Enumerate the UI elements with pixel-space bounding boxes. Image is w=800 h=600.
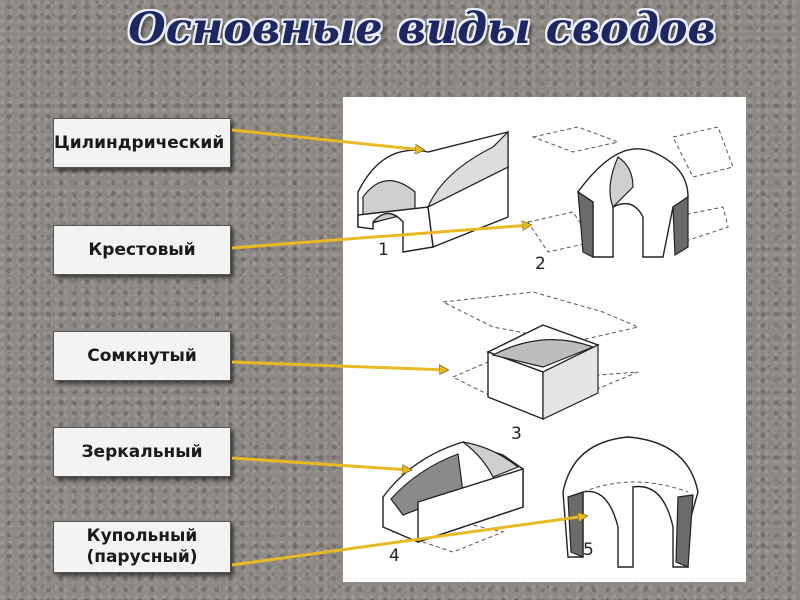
cross-vault-drawing	[527, 126, 734, 258]
vault-illustration-panel: 1 2 3 4	[343, 97, 746, 582]
label-dome: Купольный (парусный)	[53, 521, 231, 573]
figure-number-4: 4	[389, 546, 400, 566]
figure-number-3: 3	[511, 424, 522, 444]
vault-drawings: 1 2 3 4	[357, 126, 734, 568]
closed-vault-drawing	[441, 291, 640, 421]
slide-title: Основные виды сводов	[128, 4, 716, 54]
figure-number-5: 5	[583, 540, 594, 560]
figure-number-1: 1	[378, 240, 389, 260]
label-closed: Сомкнутый	[53, 331, 231, 381]
cylindrical-vault-drawing	[357, 130, 509, 253]
mirror-vault-drawing	[382, 441, 524, 553]
label-cross: Крестовый	[53, 225, 231, 275]
figure-number-2: 2	[535, 254, 546, 274]
label-cylindrical: Цилиндрический	[53, 118, 231, 168]
label-mirror: Зеркальный	[53, 427, 231, 477]
